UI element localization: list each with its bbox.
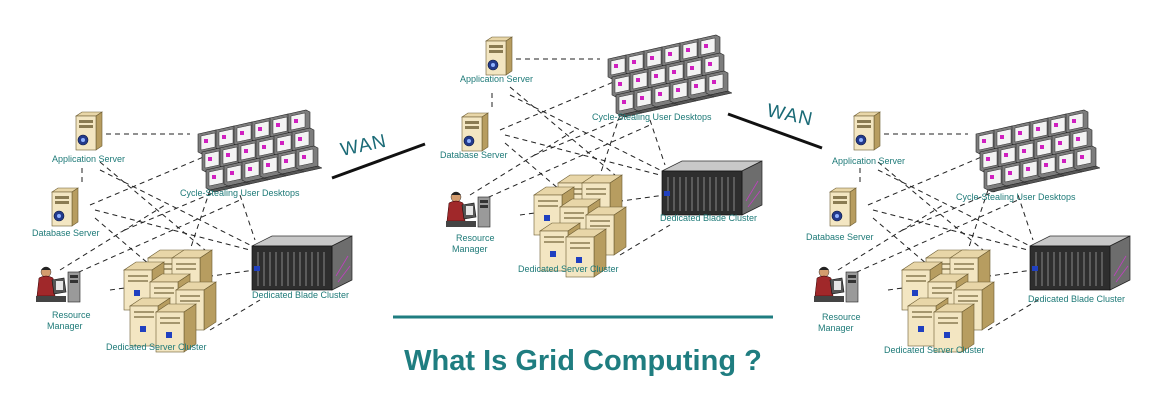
cluster-right: Application Server Database Server Cycle… xyxy=(806,110,1130,355)
database-server-label: Database Server xyxy=(32,228,100,238)
resource-manager-label: Resource xyxy=(52,310,91,320)
application-server-label: Application Server xyxy=(52,154,125,164)
database-server-label: Database Server xyxy=(806,232,874,242)
server-cluster-label: Dedicated Server Cluster xyxy=(106,342,207,352)
resource-manager-label-2: Manager xyxy=(47,321,83,331)
resource-manager-label: Resource xyxy=(822,312,861,322)
cluster-middle: Application Server Database Server Cycle… xyxy=(440,35,762,277)
user-desktops-label: Cycle-Stealing User Desktops xyxy=(592,112,712,122)
blade-cluster-label: Dedicated Blade Cluster xyxy=(252,290,349,300)
resource-manager-label: Resource xyxy=(456,233,495,243)
wan-label-left: WAN xyxy=(339,131,389,161)
application-server-label: Application Server xyxy=(832,156,905,166)
blade-cluster-label: Dedicated Blade Cluster xyxy=(1028,294,1125,304)
user-desktops-label: Cycle-Stealing User Desktops xyxy=(956,192,1076,202)
user-desktops-label: Cycle-Stealing User Desktops xyxy=(180,188,300,198)
page-title: What Is Grid Computing ? xyxy=(404,345,762,377)
wan-link-left xyxy=(331,142,426,180)
cluster-left: Application Server Database Server Cycle… xyxy=(32,110,352,352)
server-cluster-label: Dedicated Server Cluster xyxy=(884,345,985,355)
blade-cluster-label: Dedicated Blade Cluster xyxy=(660,213,757,223)
wan-link-right xyxy=(727,112,823,150)
wan-label-right: WAN xyxy=(765,100,815,130)
resource-manager-label-2: Manager xyxy=(452,244,488,254)
server-cluster-label: Dedicated Server Cluster xyxy=(518,264,619,274)
resource-manager-label-2: Manager xyxy=(818,323,854,333)
application-server-label: Application Server xyxy=(460,74,533,84)
database-server-label: Database Server xyxy=(440,150,508,160)
